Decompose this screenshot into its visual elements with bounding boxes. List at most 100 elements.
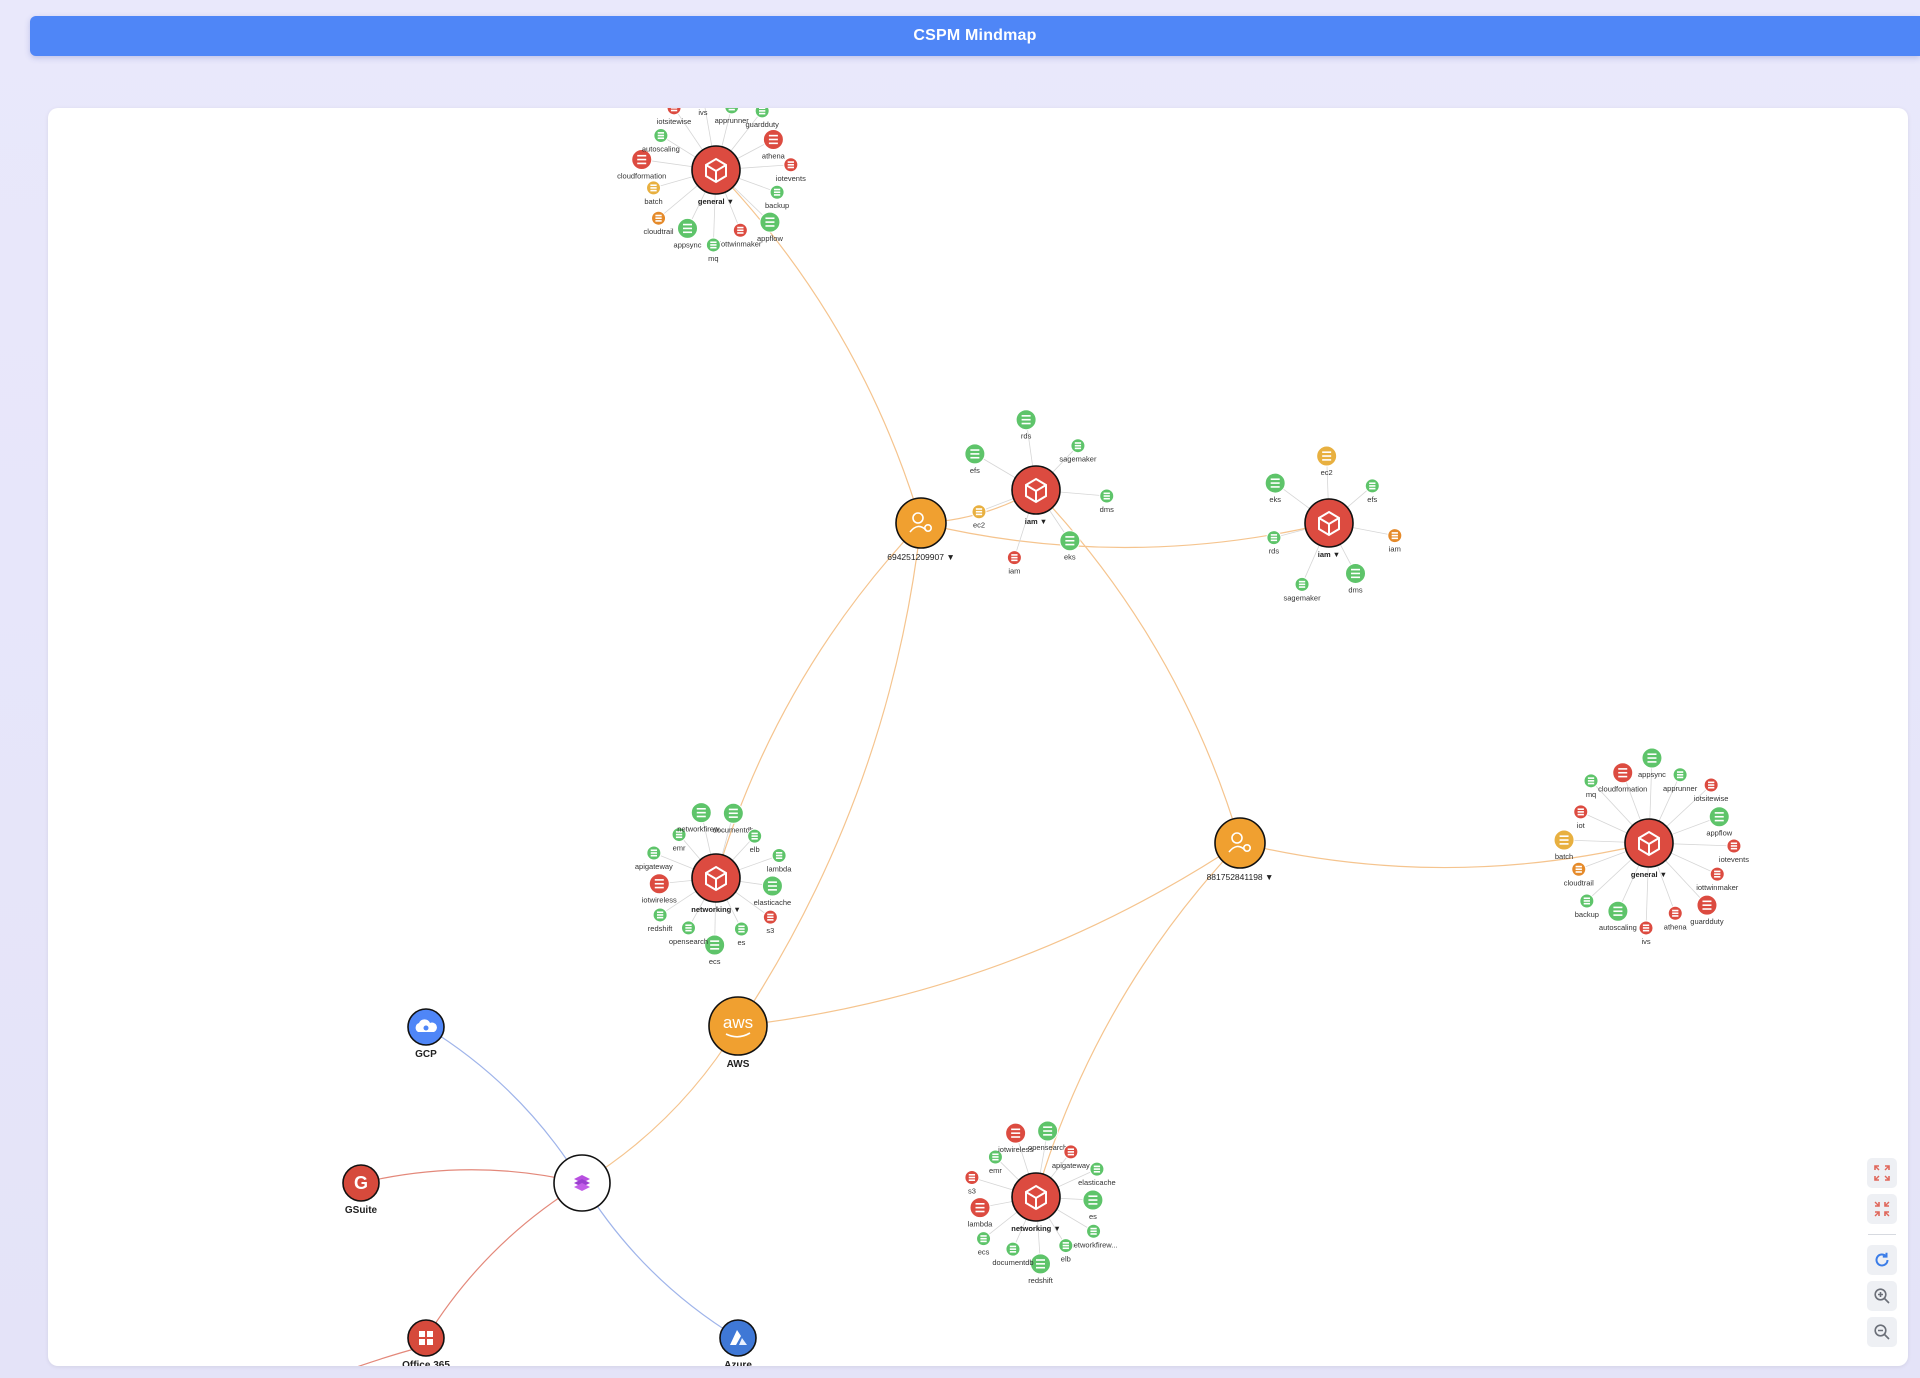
service-node[interactable]: eks [1264, 472, 1286, 504]
service-node[interactable]: iam [1387, 528, 1403, 554]
service-label: lambda [767, 865, 792, 874]
service-node[interactable]: rds [1266, 530, 1282, 556]
provider-node-office365[interactable]: Office 365 [402, 1319, 450, 1366]
provider-node-azure[interactable]: Azure [719, 1319, 757, 1366]
service-node[interactable]: redshift [648, 907, 674, 933]
service-node[interactable]: apigateway [1052, 1144, 1090, 1170]
service-node[interactable]: guardduty [745, 108, 779, 129]
collapse-button[interactable] [1867, 1194, 1897, 1224]
service-node[interactable]: appflow [1706, 806, 1733, 838]
service-node[interactable]: ivs [1638, 920, 1654, 946]
service-node[interactable]: eks [1059, 530, 1081, 562]
zoom-out-button[interactable] [1867, 1317, 1897, 1347]
service-node[interactable]: iotevents [776, 157, 806, 183]
service-node[interactable]: athena [762, 128, 786, 160]
service-node[interactable]: guardduty [1690, 894, 1724, 926]
service-node[interactable]: iottwinmaker [719, 222, 762, 248]
service-node[interactable]: iotsitewise [657, 108, 692, 126]
service-node[interactable]: elb [1058, 1238, 1074, 1264]
service-node[interactable]: cloudtrail [644, 210, 674, 236]
service-node[interactable]: redshift [1028, 1253, 1054, 1285]
service-node[interactable]: batch [1553, 829, 1575, 861]
service-node[interactable]: elb [747, 828, 763, 854]
svg-text:G: G [354, 1173, 368, 1193]
service-node[interactable]: mq [1583, 773, 1599, 799]
service-node[interactable]: appsync [674, 217, 702, 249]
service-node[interactable]: rds [1015, 409, 1037, 441]
service-node[interactable]: es [1082, 1189, 1104, 1221]
service-node[interactable]: es [733, 921, 749, 947]
service-node[interactable]: dms [1099, 488, 1115, 514]
service-label: efs [1367, 495, 1377, 504]
service-node[interactable]: s3 [762, 909, 778, 935]
service-node[interactable]: iam [1006, 550, 1022, 576]
service-list-icon [654, 879, 664, 889]
service-node[interactable]: emr [987, 1149, 1003, 1175]
service-node[interactable]: efs [1364, 478, 1380, 504]
service-node[interactable]: appsync [1638, 747, 1666, 779]
service-node[interactable]: iotevents [1719, 838, 1749, 864]
service-node[interactable]: opensearch [669, 920, 708, 946]
service-node[interactable]: opensearch [1028, 1120, 1067, 1152]
service-node[interactable]: dms [1345, 562, 1367, 594]
service-node[interactable]: sagemaker [1283, 576, 1321, 602]
service-node[interactable]: iotsitewise [1694, 777, 1729, 803]
service-node[interactable]: appflow [757, 211, 783, 243]
service-node[interactable]: cloudformation [617, 149, 666, 181]
service-node[interactable]: ecs [976, 1231, 992, 1257]
service-node[interactable]: documentdb [992, 1241, 1034, 1267]
service-node[interactable]: lambda [767, 848, 792, 874]
service-label: eks [1269, 495, 1281, 504]
service-node[interactable]: autoscaling [1599, 900, 1637, 932]
service-list-icon [1613, 906, 1623, 916]
service-node[interactable]: elasticache [1078, 1161, 1116, 1187]
account-node-acc1[interactable]: 694251209907 ▼ [887, 497, 955, 562]
service-node[interactable]: ec2 [1316, 445, 1338, 477]
service-node[interactable]: cloudformation [1598, 762, 1647, 794]
service-node[interactable]: ecs [704, 934, 726, 966]
service-node[interactable]: emr [671, 827, 687, 853]
zoom-in-button[interactable] [1867, 1281, 1897, 1311]
service-node[interactable]: mq [705, 237, 721, 263]
account-node-acc2[interactable]: 881752841198 ▼ [1207, 817, 1274, 882]
refresh-button[interactable] [1867, 1245, 1897, 1275]
service-node[interactable]: documentdb [713, 802, 754, 834]
service-node[interactable]: apprunner [1663, 767, 1698, 793]
provider-node-gcp[interactable]: GCP [407, 1008, 445, 1060]
service-node[interactable]: apprunner [715, 108, 750, 125]
service-node[interactable]: networkfirew... [1070, 1223, 1118, 1249]
service-node[interactable]: autoscaling [642, 128, 680, 154]
service-label: iotevents [1719, 855, 1749, 864]
service-node[interactable]: athena [1664, 905, 1688, 931]
service-node[interactable]: batch [644, 180, 663, 206]
root-node[interactable] [553, 1154, 611, 1212]
service-node[interactable]: cloudtrail [1564, 861, 1594, 887]
service-node[interactable]: backup [765, 184, 789, 210]
service-node[interactable]: sagemaker [1059, 438, 1097, 464]
service-node[interactable]: iottwinmaker [1696, 866, 1739, 892]
fit-view-button[interactable] [1867, 1158, 1897, 1188]
service-node[interactable]: iotwireless [998, 1122, 1033, 1154]
group-node-g1[interactable]: ivsapprunnerguarddutyathenaioteventsback… [617, 108, 806, 263]
group-node-g6[interactable]: opensearchapigatewayelasticacheesnetwork… [964, 1120, 1118, 1285]
service-node[interactable]: apigateway [635, 845, 673, 871]
service-node[interactable]: ec2 [971, 504, 987, 530]
service-node[interactable]: ivs [693, 108, 713, 117]
service-node[interactable]: iotwireless [642, 873, 677, 905]
service-node[interactable]: efs [964, 443, 986, 475]
service-node[interactable]: iot [1573, 804, 1589, 830]
service-node[interactable]: networkfirew... [677, 802, 725, 834]
service-list-icon [1559, 835, 1569, 845]
service-node[interactable]: lambda [968, 1197, 993, 1229]
service-node[interactable]: s3 [964, 1169, 980, 1195]
service-node[interactable]: backup [1575, 893, 1599, 919]
service-node[interactable]: elasticache [754, 875, 792, 907]
